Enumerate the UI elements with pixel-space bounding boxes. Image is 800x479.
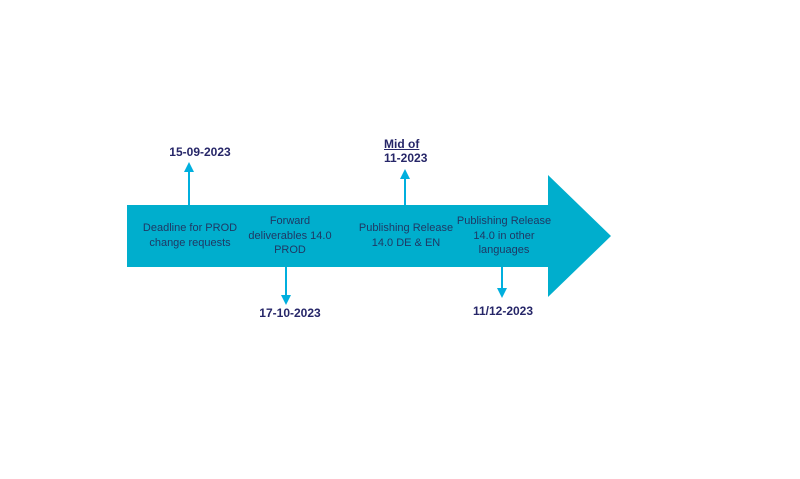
date-label-3-line1: Mid of [384,137,420,151]
date-label-4: 11/12-2023 [472,304,534,318]
up-arrow-stem [188,172,190,205]
milestone-label-text: Publishing Release 14.0 DE & EN [358,222,454,249]
milestone-label-text: Publishing Release 14.0 in other languag… [456,214,552,257]
down-arrow-stem [501,267,503,288]
milestone-label-text: Forward deliverables 14.0 PROD [248,214,332,257]
down-arrow-stem [285,267,287,295]
milestone-label-deadline-prod: Deadline for PROD change requests [133,205,247,267]
date-label-3: Mid of 11-2023 [384,137,427,166]
up-arrow-head-icon [400,169,410,179]
up-arrow-stem [404,179,406,205]
date-label-3-line2: 11-2023 [384,151,428,166]
milestone-label-publishing-other-languages: Publishing Release 14.0 in other languag… [447,205,561,267]
milestone-label-text: Deadline for PROD change requests [142,222,238,249]
milestone-label-forward-deliverables: Forward deliverables 14.0 PROD [234,205,346,267]
down-arrow-head-icon [281,295,291,305]
timeline-arrow-head [548,175,611,297]
date-label-1: 15-09-2023 [169,145,231,159]
down-arrow-head-icon [497,288,507,298]
up-arrow-head-icon [184,162,194,172]
date-label-2: 17-10-2023 [259,306,321,320]
timeline-arrow-body [127,205,548,267]
milestone-label-publishing-de-en: Publishing Release 14.0 DE & EN [349,205,463,267]
